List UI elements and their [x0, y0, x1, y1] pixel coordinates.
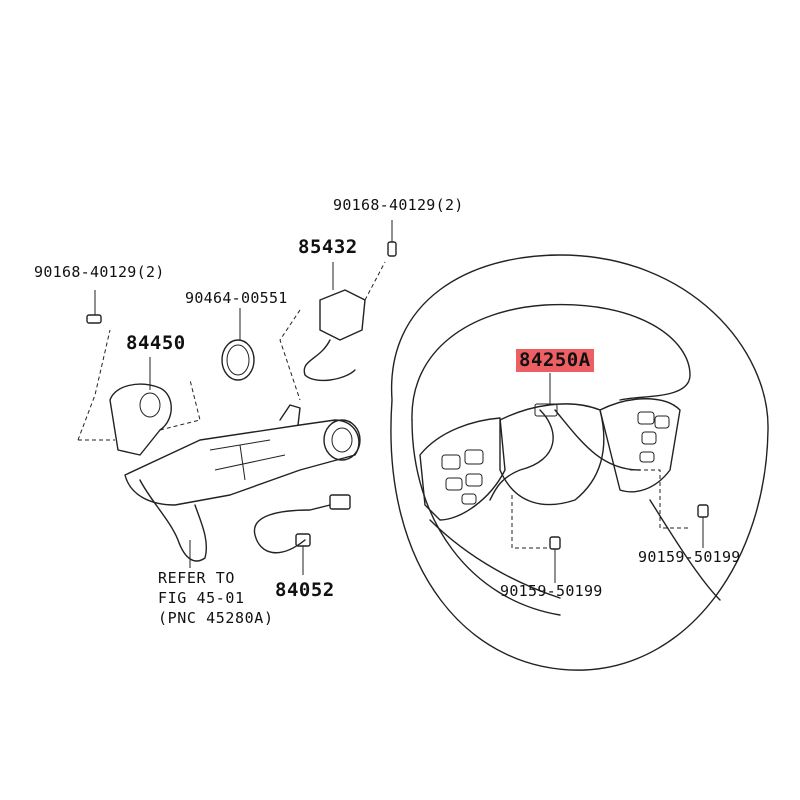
label-screw-center: 90159-50199	[500, 582, 603, 600]
clamp-icon	[221, 308, 255, 381]
label-84052: 84052	[275, 579, 335, 601]
steering-column	[124, 404, 361, 568]
screw-right-icon	[697, 504, 709, 548]
bolt-left-icon	[86, 290, 102, 324]
switch-85432-icon	[279, 261, 386, 401]
refer-note: REFER TO FIG 45-01 (PNC 45280A)	[158, 568, 274, 628]
label-clamp: 90464-00551	[185, 289, 288, 307]
label-84250a-highlighted: 84250A	[516, 349, 594, 372]
label-bolt-top-left: 90168-40129(2)	[34, 263, 165, 281]
label-screw-right: 90159-50199	[638, 548, 741, 566]
label-85432: 85432	[298, 236, 358, 258]
label-84450: 84450	[126, 332, 186, 354]
sensor-84450-icon	[77, 329, 201, 456]
refer-note-line1: REFER TO	[158, 569, 236, 587]
label-bolt-top-right: 90168-40129(2)	[333, 196, 464, 214]
bolt-top-icon	[387, 220, 397, 257]
steering-wheel	[390, 254, 769, 671]
screw-center-icon	[549, 536, 561, 583]
refer-note-line3: (PNC 45280A)	[158, 609, 274, 627]
wire-84052-icon	[253, 494, 351, 575]
refer-note-line2: FIG 45-01	[158, 589, 245, 607]
